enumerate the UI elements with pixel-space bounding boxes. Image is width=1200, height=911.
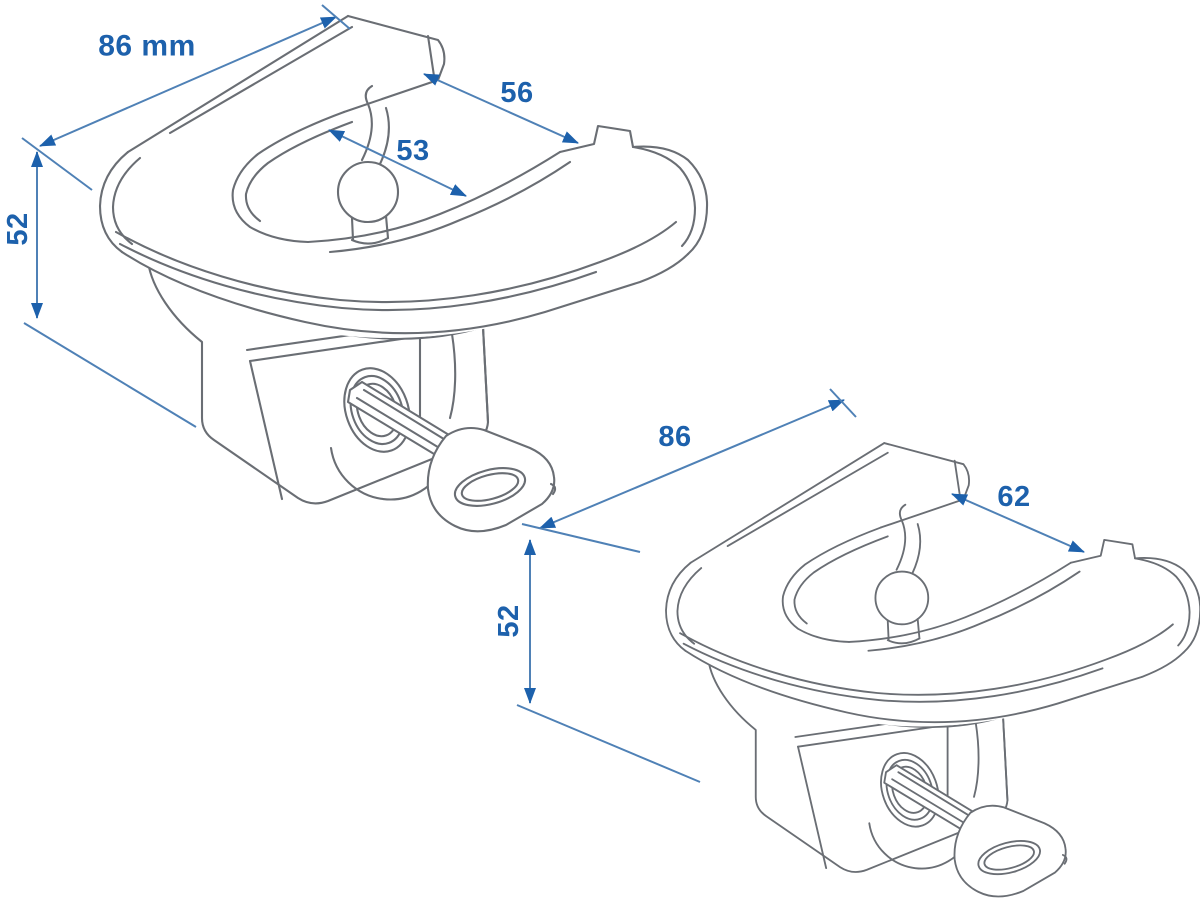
lock2-gap-label: 62 xyxy=(997,481,1030,513)
dimension-lines xyxy=(21,4,1085,783)
lock1-width-extension-tick xyxy=(321,4,351,30)
lock2-width-extension-tick xyxy=(829,388,857,418)
lock1-outer-gap-dimension-line xyxy=(423,73,579,144)
lock1-inner-gap-dimension-line xyxy=(328,129,467,197)
lock1-height-label: 52 xyxy=(2,212,34,245)
lock-2-drawing xyxy=(664,442,1200,898)
lock2-height-extension-line xyxy=(516,704,701,783)
lock1-inner-gap-label: 53 xyxy=(396,135,429,167)
lock2-width-label: 86 xyxy=(658,421,691,453)
lock1-width-label: 86 mm xyxy=(98,30,196,63)
lock1-outer-gap-label: 56 xyxy=(500,77,533,109)
dimension-labels: 86 mm 52 56 53 86 52 62 xyxy=(2,30,1030,638)
lock1-height-extension-line xyxy=(23,322,197,428)
lock2-width-dimension-line xyxy=(539,399,845,529)
lock2-corner-extension-line xyxy=(521,523,641,553)
lock2-gap-dimension-line xyxy=(951,493,1085,553)
lock1-corner-extension-tick xyxy=(21,137,93,191)
lock-1-drawing xyxy=(97,14,709,533)
lock1-width-dimension-line xyxy=(39,16,337,147)
lock2-height-label: 52 xyxy=(493,604,525,637)
